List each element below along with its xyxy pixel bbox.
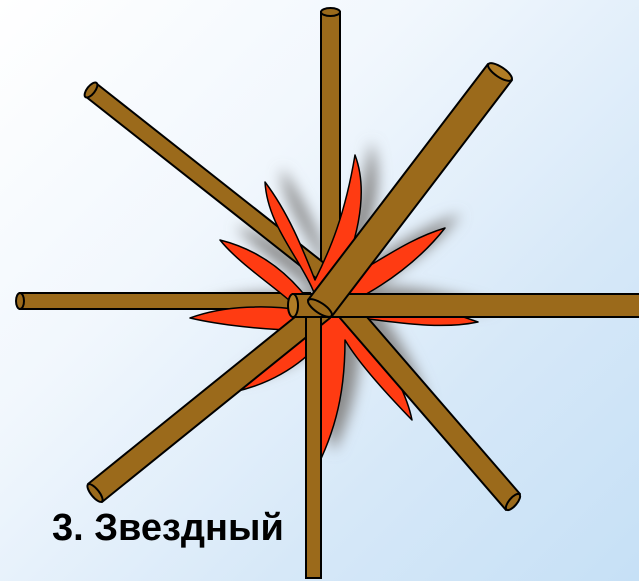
sticks-back	[16, 8, 365, 312]
stick-vertical-lower	[306, 305, 321, 578]
stick-lower-right	[340, 302, 522, 512]
stick-lower-left	[85, 300, 330, 504]
caption-title: 3. Звездный	[52, 506, 284, 550]
sticks-front	[85, 60, 639, 578]
